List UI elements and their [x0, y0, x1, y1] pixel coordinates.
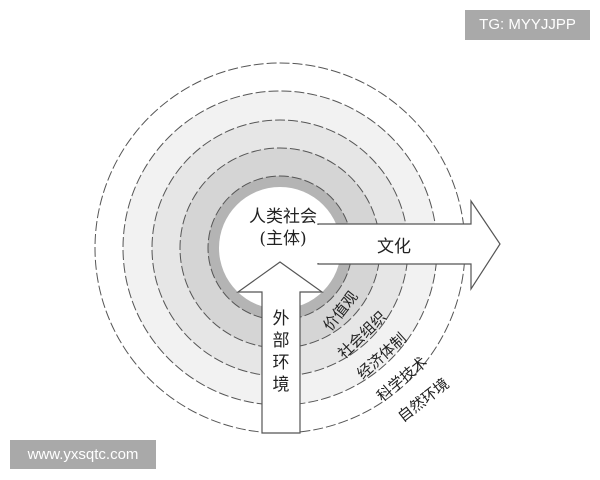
- external-environment-label: 外部环境: [272, 309, 290, 395]
- culture-arrow: [317, 199, 501, 292]
- watermark-top-right: TG: MYYJJPP: [465, 10, 590, 40]
- center-subtitle: (主体): [259, 229, 307, 249]
- culture-label: 文化: [377, 237, 411, 257]
- center-title: 人类社会: [249, 207, 317, 227]
- center-human-society: [219, 187, 341, 309]
- external-environment-arrow: [236, 261, 324, 434]
- watermark-bottom-left: www.yxsqtc.com: [10, 440, 156, 469]
